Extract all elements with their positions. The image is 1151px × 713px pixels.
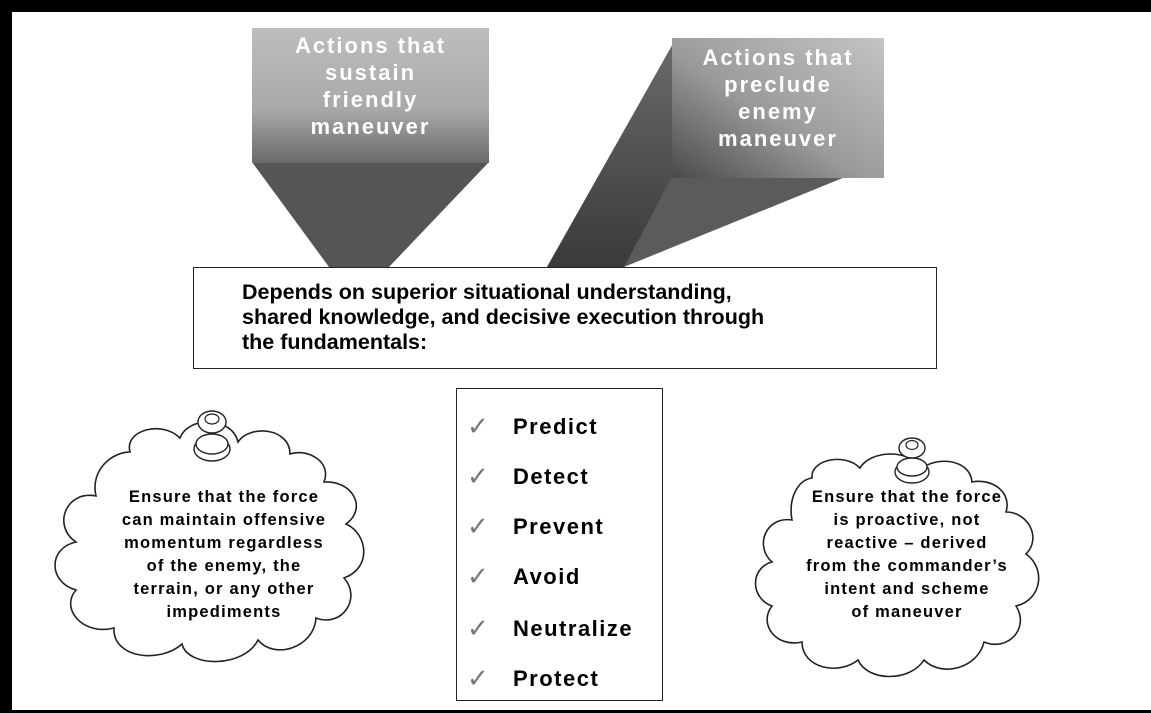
right-thought-cloud bbox=[754, 437, 1040, 678]
left-action-box bbox=[252, 28, 489, 163]
right-box-label: Actions that preclude enemy maneuver bbox=[702, 45, 854, 151]
checkmark-icon: ✓ bbox=[467, 462, 489, 492]
left-box-label: Actions that sustain friendly maneuver bbox=[294, 33, 447, 139]
slide-bottom-border bbox=[12, 710, 1151, 713]
checklist-item-neutralize: ✓ Neutralize bbox=[467, 609, 633, 649]
right-cloud-text: Ensure that the force is proactive, not … bbox=[806, 488, 1008, 621]
checkmark-icon: ✓ bbox=[467, 562, 489, 592]
checkmark-icon: ✓ bbox=[467, 664, 489, 694]
left-thought-cloud bbox=[54, 410, 365, 663]
checklist-label: Neutralize bbox=[513, 616, 634, 641]
fundamentals-intro-text: Depends on superior situational understa… bbox=[242, 280, 765, 354]
left-cloud-text: Ensure that the force can maintain offen… bbox=[121, 488, 327, 621]
right-action-box bbox=[672, 38, 884, 178]
checkmark-icon: ✓ bbox=[467, 614, 489, 644]
checklist-item-prevent: ✓ Prevent bbox=[467, 507, 604, 547]
checklist-label: Predict bbox=[513, 414, 599, 439]
checklist-item-detect: ✓ Detect bbox=[467, 457, 589, 497]
left-funnel bbox=[252, 162, 489, 267]
checklist-label: Protect bbox=[513, 666, 600, 691]
checklist-label: Prevent bbox=[513, 514, 605, 539]
fundamentals-intro-box: Depends on superior situational understa… bbox=[193, 267, 937, 369]
checkmark-icon: ✓ bbox=[467, 512, 489, 542]
checklist-label: Avoid bbox=[513, 564, 581, 589]
checklist-item-protect: ✓ Protect bbox=[467, 659, 599, 699]
checkmark-icon: ✓ bbox=[467, 412, 489, 442]
checklist-item-avoid: ✓ Avoid bbox=[467, 557, 581, 597]
diagram-graphics bbox=[54, 28, 1040, 678]
checklist-item-predict: ✓ Predict bbox=[467, 407, 598, 447]
right-prism-side bbox=[547, 42, 674, 267]
slide: Actions that sustain friendly maneuver A… bbox=[12, 12, 1151, 710]
fundamentals-checklist: ✓ Predict ✓ Detect ✓ Prevent ✓ Avoid ✓ N… bbox=[456, 388, 663, 701]
checklist-label: Detect bbox=[513, 464, 590, 489]
